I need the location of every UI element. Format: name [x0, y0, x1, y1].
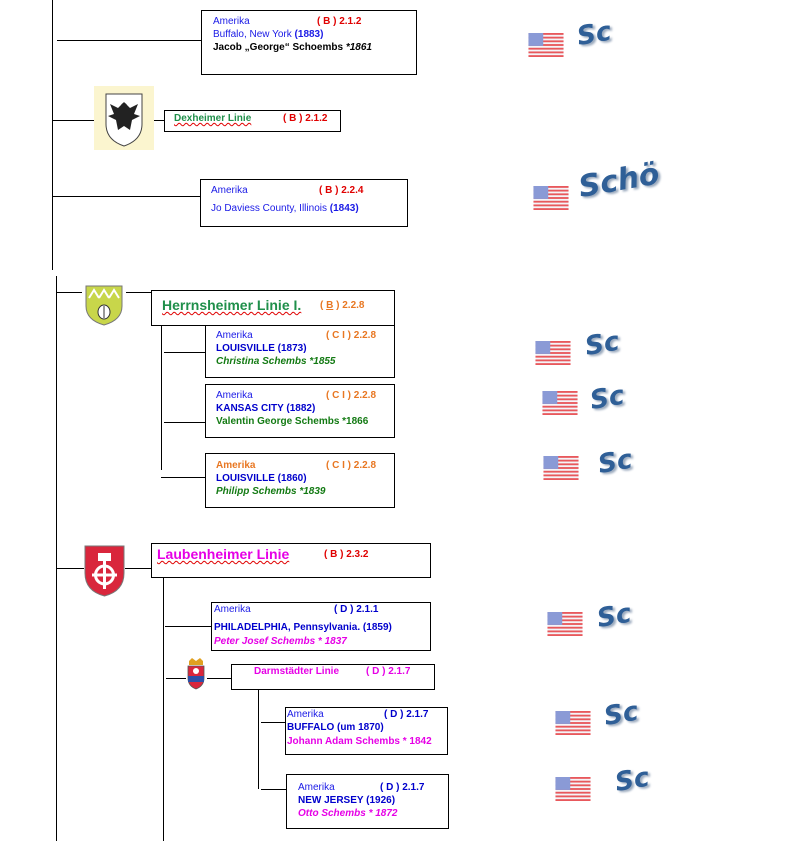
lineage-code: ( D ) 2.1.7 — [366, 666, 411, 677]
entry-person: Otto Schembs * 1872 — [298, 808, 398, 819]
tree-branch-laub-2 — [125, 568, 151, 569]
us-flag-icon — [543, 456, 579, 480]
schembs-logo: Sc — [595, 444, 635, 480]
us-flag-icon — [542, 391, 578, 415]
us-flag-icon — [535, 341, 571, 365]
lineage-box-dexheimer: Dexheimer Linie ( B ) 2.1.2 — [164, 110, 341, 132]
tree-line-laub — [163, 578, 164, 841]
schembs-logo: Sc — [612, 762, 652, 798]
eagle-coat-of-arms-icon — [94, 86, 154, 150]
us-flag-icon — [533, 186, 569, 210]
entry-code: ( D ) 2.1.7 — [380, 782, 425, 793]
entry-box-buffalo-1870: Amerika ( D ) 2.1.7 BUFFALO (um 1870) Jo… — [285, 707, 448, 755]
lineage-code: ( B ) 2.1.2 — [283, 113, 328, 124]
entry-country: Amerika — [214, 604, 251, 615]
entry-code: ( C I ) 2.2.8 — [326, 330, 377, 341]
lineage-title: Herrnsheimer Linie I. — [162, 297, 302, 313]
tree-branch-h3 — [161, 477, 205, 478]
us-flag-icon — [528, 33, 564, 57]
schembs-logo: Sc — [574, 16, 614, 52]
entry-code: ( D ) 2.1.1 — [334, 604, 379, 615]
entry-country: Amerika — [216, 330, 253, 341]
tree-branch-herr-2 — [126, 292, 152, 293]
entry-box-buffalo-1883: Amerika ( B ) 2.1.2 Buffalo, New York (1… — [201, 10, 417, 75]
tree-branch-herr — [56, 292, 82, 293]
entry-country: Amerika — [216, 460, 256, 471]
tree-line-herr — [161, 326, 162, 470]
tree-line-main-1 — [52, 0, 53, 270]
schembs-logo: Schö — [575, 156, 663, 205]
lineage-box-herrnsheimer: Herrnsheimer Linie I. ( B ) 2.2.8 — [151, 290, 395, 326]
herrnsheim-coat-of-arms-icon — [84, 284, 124, 331]
darmstadt-coat-of-arms-icon — [186, 658, 206, 695]
entry-person: Johann Adam Schembs * 1842 — [287, 736, 432, 747]
laubenheim-coat-of-arms-icon — [84, 545, 125, 602]
entry-country: Amerika — [298, 782, 335, 793]
schembs-logo: Sc — [582, 326, 622, 362]
entry-code: ( D ) 2.1.7 — [384, 709, 429, 720]
entry-box-philadelphia: Amerika ( D ) 2.1.1 PHILADELPHIA, Pennsy… — [211, 602, 431, 651]
tree-branch-darm-2 — [207, 678, 231, 679]
entry-person: Christina Schembs *1855 — [216, 356, 336, 367]
entry-place: NEW JERSEY (1926) — [298, 795, 396, 806]
tree-branch-laub — [56, 568, 84, 569]
tree-branch-b1 — [57, 40, 201, 41]
lineage-box-laubenheimer: Laubenheimer Linie ( B ) 2.3.2 — [151, 543, 431, 578]
schembs-logo: Sc — [594, 598, 634, 634]
entry-place: LOUISVILLE (1873) — [216, 343, 307, 354]
entry-code: ( B ) 2.1.2 — [317, 16, 362, 27]
entry-place: BUFFALO (um 1870) — [287, 722, 384, 733]
tree-branch-d2 — [261, 789, 286, 790]
entry-country: Amerika — [213, 16, 250, 27]
tree-line-main-2 — [56, 276, 57, 841]
schembs-logo: Sc — [587, 380, 627, 416]
entry-box-jo-daviess: Amerika ( B ) 2.2.4 Jo Daviess County, I… — [200, 179, 408, 227]
tree-branch-h1 — [164, 352, 205, 353]
us-flag-icon — [555, 777, 591, 801]
lineage-code: ( B ) 2.2.8 — [320, 300, 365, 311]
tree-branch-darm — [166, 678, 186, 679]
entry-code: ( C I ) 2.2.8 — [326, 460, 377, 471]
us-flag-icon — [555, 711, 591, 735]
entry-person: Jacob „George“ Schoembs *1861 — [213, 42, 372, 53]
tree-branch-l1 — [165, 626, 211, 627]
lineage-code: ( B ) 2.3.2 — [324, 549, 369, 560]
lineage-title: Darmstädter Linie — [254, 666, 340, 677]
entry-place: Buffalo, New York (1883) — [213, 29, 324, 40]
schembs-logo: Sc — [601, 696, 641, 732]
us-flag-icon — [547, 612, 583, 636]
entry-place: PHILADELPHIA, Pennsylvania. (1859) — [214, 622, 392, 633]
lineage-box-darmstaedter: Darmstädter Linie ( D ) 2.1.7 — [231, 664, 435, 690]
entry-person: Philipp Schembs *1839 — [216, 486, 326, 497]
entry-box-louisville-1860: Amerika ( C I ) 2.2.8 LOUISVILLE (1860) … — [205, 453, 395, 508]
tree-branch-d1 — [261, 722, 285, 723]
lineage-title: Dexheimer Linie — [174, 113, 252, 124]
entry-place: KANSAS CITY (1882) — [216, 403, 316, 414]
lineage-title: Laubenheimer Linie — [157, 546, 290, 562]
entry-country: Amerika — [211, 185, 248, 196]
tree-branch-h2 — [164, 422, 205, 423]
entry-box-kansas-city: Amerika ( C I ) 2.2.8 KANSAS CITY (1882)… — [205, 384, 395, 438]
entry-code: ( C I ) 2.2.8 — [326, 390, 377, 401]
entry-person: Peter Josef Schembs * 1837 — [214, 636, 347, 647]
entry-person: Valentin George Schembs *1866 — [216, 416, 369, 427]
entry-country: Amerika — [287, 709, 324, 720]
tree-branch-b2 — [52, 196, 200, 197]
tree-line-darm — [258, 689, 259, 789]
entry-box-louisville-1873: Amerika ( C I ) 2.2.8 LOUISVILLE (1873) … — [205, 325, 395, 378]
entry-country: Amerika — [216, 390, 253, 401]
entry-code: ( B ) 2.2.4 — [319, 185, 364, 196]
entry-box-new-jersey: Amerika ( D ) 2.1.7 NEW JERSEY (1926) Ot… — [286, 774, 449, 829]
entry-place: LOUISVILLE (1860) — [216, 473, 307, 484]
entry-place: Jo Daviess County, Illinois (1843) — [211, 203, 359, 214]
